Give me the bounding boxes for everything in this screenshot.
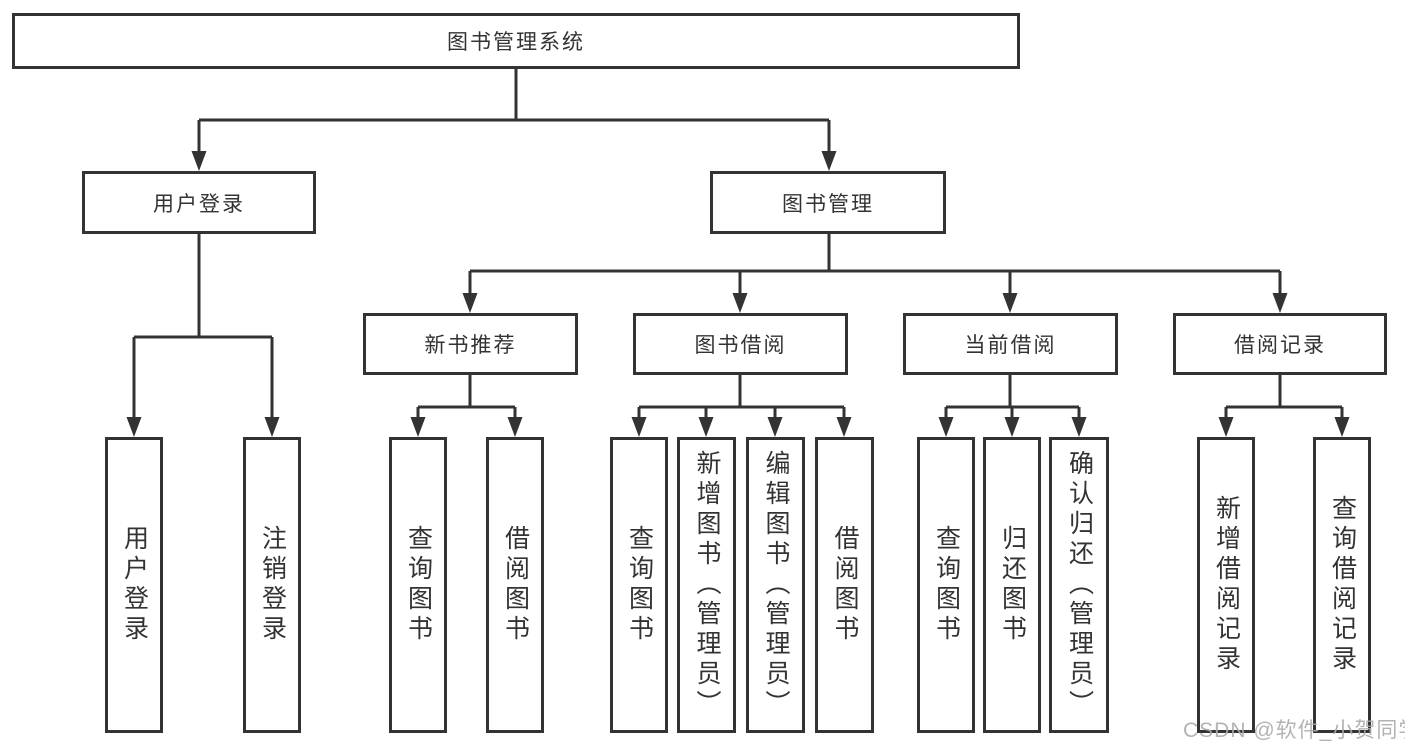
connector-currentborrow-to-leaves [944,375,1081,422]
arrowhead [836,417,852,437]
connector-userlogin-to-leaves [132,234,274,422]
leaf-query-books-current: 查询图书 [917,437,975,733]
connector-newbook-to-leaves [416,375,517,422]
leaf-query-books-recommend: 查询图书 [389,437,447,733]
connector-root-to-level2 [197,69,831,157]
node-user-login-branch: 用户登录 [82,171,316,234]
leaf-return-books: 归还图书 [983,437,1041,733]
arrowhead [462,293,478,313]
arrowhead [821,151,837,171]
arrowhead [1071,417,1087,437]
arrowhead [767,417,783,437]
arrowheads [126,151,1350,437]
node-new-book-recommend: 新书推荐 [363,313,578,375]
csdn-watermark: CSDN @软件_小贺同学 [1183,719,1405,742]
arrowhead [1334,417,1350,437]
leaf-query-books-borrow: 查询图书 [610,437,668,733]
arrowhead [191,151,207,171]
arrowhead [410,417,426,437]
arrowhead [1002,293,1018,313]
node-book-management-branch: 图书管理 [710,171,946,234]
leaf-query-borrow-record: 查询借阅记录 [1313,437,1371,733]
node-root-system: 图书管理系统 [12,13,1020,69]
node-borrow-record: 借阅记录 [1173,313,1387,375]
leaf-borrow-books-recommend: 借阅图书 [486,437,544,733]
node-book-borrow: 图书借阅 [633,313,848,375]
connector-bookborrow-to-leaves [637,375,846,422]
arrowhead [732,293,748,313]
arrowhead [1004,417,1020,437]
arrowhead [1218,417,1234,437]
arrowhead [507,417,523,437]
arrowhead [264,417,280,437]
connector-borrowrecord-to-leaves [1224,375,1344,422]
connector-bookmgmt-to-level3 [468,234,1282,298]
leaf-confirm-return-admin: 确认归还（管理员） [1049,437,1109,733]
leaf-logout: 注销登录 [243,437,301,733]
arrowhead [631,417,647,437]
arrowhead [698,417,714,437]
arrowhead [938,417,954,437]
leaf-edit-book-admin: 编辑图书（管理员） [746,437,805,733]
leaf-add-borrow-record: 新增借阅记录 [1197,437,1255,733]
arrowhead [1272,293,1288,313]
leaf-borrow-books: 借阅图书 [815,437,874,733]
leaf-add-book-admin: 新增图书（管理员） [677,437,736,733]
node-current-borrow: 当前借阅 [903,313,1118,375]
arrowhead [126,417,142,437]
leaf-user-login: 用户登录 [105,437,163,733]
